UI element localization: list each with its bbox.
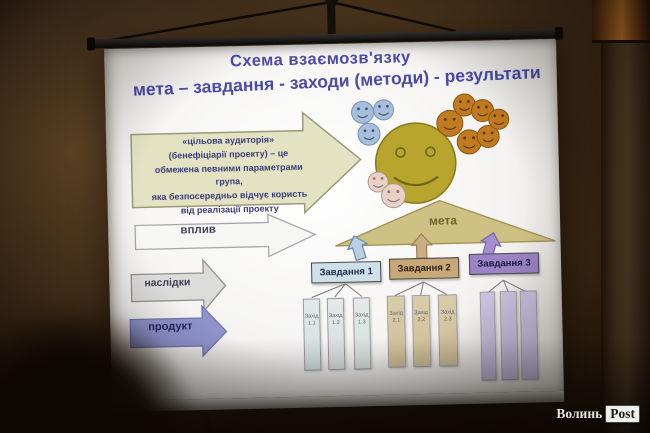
goal-label: мета <box>428 213 458 228</box>
head-silhouette <box>0 305 200 433</box>
activity-bar: Захід 2.3 <box>437 294 459 367</box>
activity-bar <box>499 290 519 381</box>
consequences-arrow-label: наслідки <box>144 276 191 290</box>
activity-bar: Захід 1.1 <box>302 298 322 371</box>
activity-bar: Захід 2.1 <box>386 295 407 368</box>
blue-smiley-icon <box>357 122 381 146</box>
task-box-1: Завдання 1 <box>310 260 382 284</box>
activity-bar: Захід 1.2 <box>326 297 346 371</box>
activity-bar: Захід 1.3 <box>352 297 372 370</box>
watermark-brand: Волинь <box>556 406 603 421</box>
task2-up-arrow-icon <box>410 233 433 259</box>
blue-smiley-icon <box>351 100 375 124</box>
task-box-2: Завдання 2 <box>388 257 460 280</box>
wall-pillar <box>601 0 650 433</box>
task-box-3: Завдання 3 <box>468 252 540 275</box>
watermark: Волинь Post <box>556 405 640 423</box>
activity-bar <box>519 290 539 380</box>
blue-smiley-icon <box>373 99 395 121</box>
task1-up-arrow-icon <box>346 235 369 262</box>
watermark-badge: Post <box>605 405 640 423</box>
audience-arrow-text: «цільова аудиторія» (бенефіціарії проект… <box>142 132 316 219</box>
activity-bar <box>479 291 497 381</box>
pillar-capital <box>592 0 650 43</box>
activity-bar: Захід 2.2 <box>411 294 432 368</box>
orange-smiley-icon <box>488 108 510 130</box>
audience-text-line3: обмежена певними параметрами група, <box>154 161 303 188</box>
